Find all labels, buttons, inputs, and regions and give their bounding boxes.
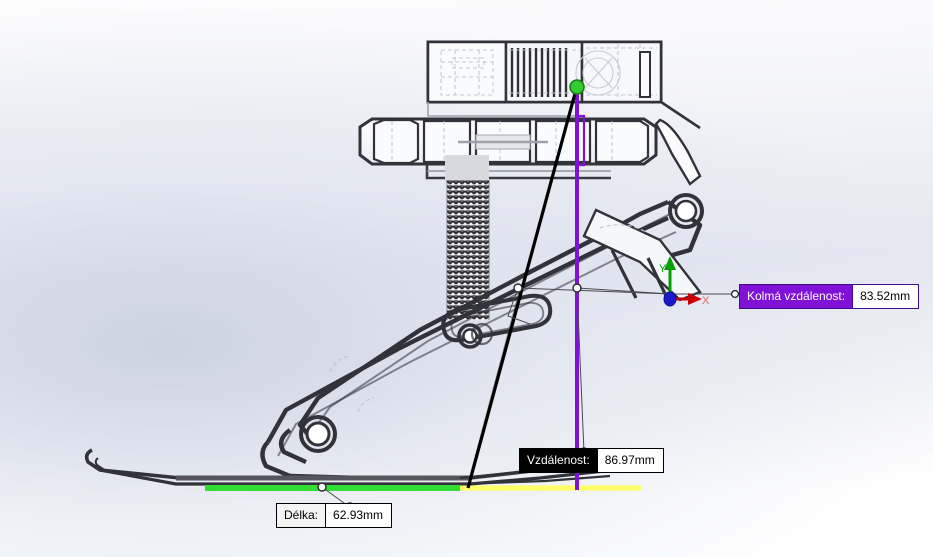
sway-bar-housing bbox=[358, 117, 658, 180]
measurement-callout-kolma-vzdalenost[interactable]: Kolmá vzdálenost: 83.52mm bbox=[739, 284, 920, 309]
origin-x-label: X bbox=[702, 295, 710, 307]
measurement-label-kolma-vzdalenost: Kolmá vzdálenost: bbox=[740, 285, 853, 308]
selected-vertex-green[interactable] bbox=[569, 79, 585, 95]
origin-y-label: Y bbox=[659, 263, 667, 275]
origin-triad[interactable]: Y X bbox=[659, 256, 710, 307]
measurement-callout-delka[interactable]: Délka: 62.93mm bbox=[276, 503, 393, 528]
shock-mount-link bbox=[441, 293, 553, 349]
measurement-value-delka[interactable]: 62.93mm bbox=[325, 504, 392, 527]
measure-box-purple bbox=[575, 114, 586, 167]
measurement-label-vzdalenost: Vzdálenost: bbox=[520, 449, 597, 472]
top-chassis-block bbox=[426, 40, 701, 130]
measurement-value-vzdalenost[interactable]: 86.97mm bbox=[596, 449, 663, 472]
measurement-label-delka: Délka: bbox=[277, 504, 326, 527]
witness-lines bbox=[321, 287, 739, 507]
ski bbox=[84, 448, 611, 486]
measurement-value-kolma-vzdalenost[interactable]: 83.52mm bbox=[852, 285, 919, 308]
measurement-callout-vzdalenost[interactable]: Vzdálenost: 86.97mm bbox=[519, 448, 664, 473]
spindle-bracket bbox=[469, 208, 702, 479]
